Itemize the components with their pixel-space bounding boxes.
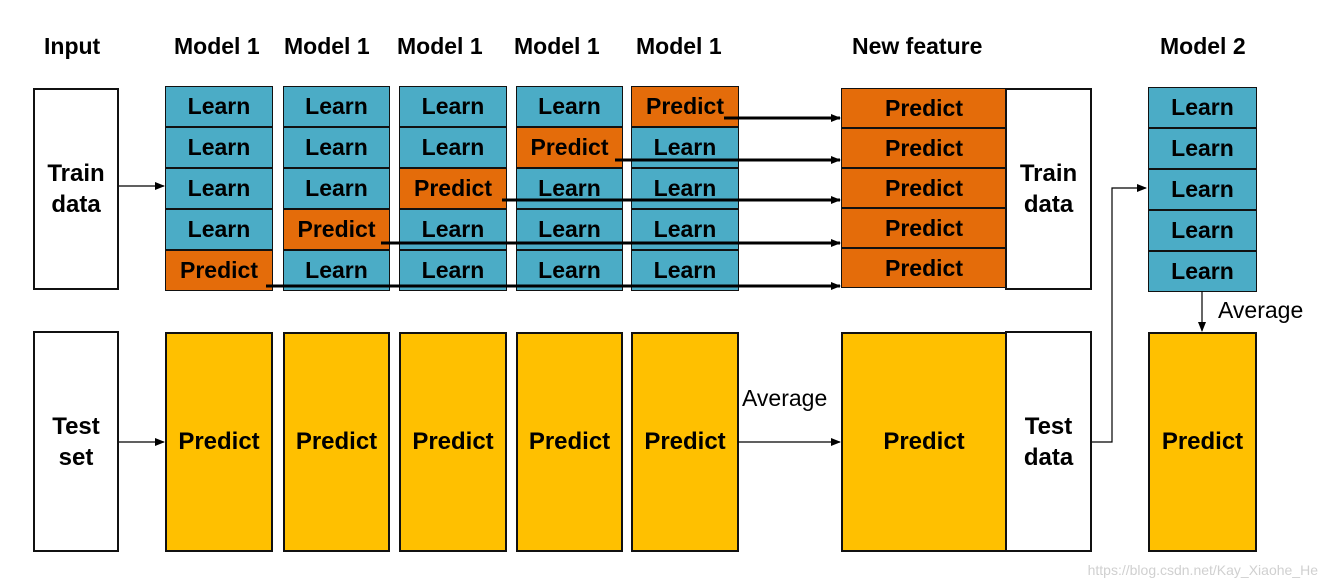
model5-fold-5-learn: Learn (631, 250, 739, 291)
average-label-model2: Average (1218, 297, 1304, 323)
input-header: Input (44, 33, 101, 59)
model2-fold-4-predict: Predict (283, 209, 390, 250)
new-train-data-box: Train data (1005, 88, 1092, 290)
model2-fold-2-learn: Learn (283, 127, 390, 168)
average-label-test: Average (742, 385, 828, 411)
model4-test-predict: Predict (516, 332, 623, 552)
new-feature-predict-4: Predict (841, 208, 1007, 248)
model3-fold-1-learn: Learn (399, 86, 507, 127)
model2-fold-5-learn: Learn (283, 250, 390, 291)
model1-fold-2-learn: Learn (165, 127, 273, 168)
model2-fold-1-learn: Learn (283, 86, 390, 127)
model5-fold-3-learn: Learn (631, 168, 739, 209)
model2-fold-3-learn: Learn (283, 168, 390, 209)
model3-fold-5-learn: Learn (399, 250, 507, 291)
model2-test-predict: Predict (1148, 332, 1257, 552)
model3-test-predict: Predict (399, 332, 507, 552)
model1-fold-3-learn: Learn (165, 168, 273, 209)
new-feature-predict-3: Predict (841, 168, 1007, 208)
new-feature-predict-1: Predict (841, 88, 1007, 128)
model4-fold-2-predict: Predict (516, 127, 623, 168)
model5-fold-1-predict: Predict (631, 86, 739, 127)
model1-header-2: Model 1 (284, 33, 370, 59)
arrow-testdata-to-model2 (1092, 184, 1147, 443)
train-data-label: Train data (47, 160, 105, 218)
train-data-box: Train data (33, 88, 119, 290)
model2-fold-1-learn: Learn (1148, 87, 1257, 128)
test-set-box: Test set (33, 331, 119, 552)
model4-fold-3-learn: Learn (516, 168, 623, 209)
new-feature-test-predict: Predict (841, 332, 1007, 552)
new-feature-header: New feature (852, 33, 983, 59)
new-feature-predict-2: Predict (841, 128, 1007, 168)
model1-header-1: Model 1 (174, 33, 260, 59)
model1-header-5: Model 1 (636, 33, 722, 59)
model1-fold-4-learn: Learn (165, 209, 273, 250)
new-test-data-label: Test data (1023, 412, 1074, 471)
new-test-data-box: Test data (1005, 331, 1092, 552)
model2-header: Model 2 (1160, 33, 1246, 59)
model1-header-3: Model 1 (397, 33, 483, 59)
model3-fold-2-learn: Learn (399, 127, 507, 168)
model2-fold-3-learn: Learn (1148, 169, 1257, 210)
test-set-label: Test set (52, 412, 100, 471)
new-train-data-label: Train data (1019, 160, 1078, 218)
model4-fold-5-learn: Learn (516, 250, 623, 291)
model2-fold-4-learn: Learn (1148, 210, 1257, 251)
model2-fold-5-learn: Learn (1148, 251, 1257, 292)
model4-fold-1-learn: Learn (516, 86, 623, 127)
model1-fold-5-predict: Predict (165, 250, 273, 291)
model1-fold-1-learn: Learn (165, 86, 273, 127)
model1-header-4: Model 1 (514, 33, 600, 59)
new-feature-predict-5: Predict (841, 248, 1007, 288)
watermark: https://blog.csdn.net/Kay_Xiaohe_He (1087, 562, 1318, 578)
model3-fold-3-predict: Predict (399, 168, 507, 209)
model2-test-predict: Predict (283, 332, 390, 552)
model2-fold-2-learn: Learn (1148, 128, 1257, 169)
model1-test-predict: Predict (165, 332, 273, 552)
